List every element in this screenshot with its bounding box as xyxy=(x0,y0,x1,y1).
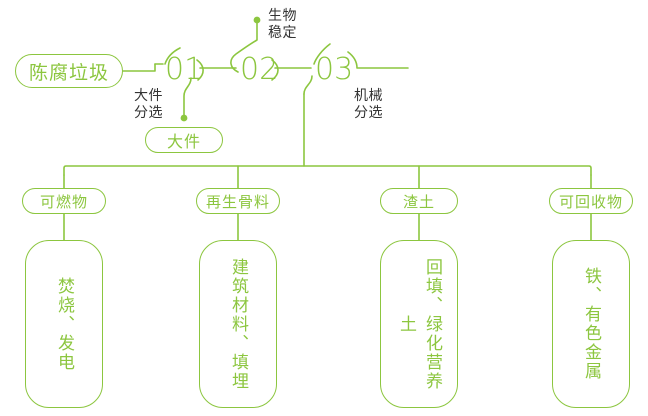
dot-bulky xyxy=(180,114,188,122)
category-pill-combustibles[interactable]: 可燃物 xyxy=(22,188,106,214)
arc-02-upper xyxy=(230,21,258,73)
stage-number-02[interactable]: 02 xyxy=(240,52,279,87)
arc-01-upper xyxy=(164,47,181,65)
source-node-aged-waste[interactable]: 陈腐垃圾 xyxy=(15,54,123,88)
destination-text-recyclables: 铁、有色金属 xyxy=(581,267,601,381)
wire-01-to-bulky xyxy=(183,77,192,117)
category-pill-recyclables[interactable]: 可回收物 xyxy=(549,188,633,214)
category-pill-recycled-aggregate[interactable]: 再生骨料 xyxy=(196,188,280,214)
wire-03-drop xyxy=(303,75,313,95)
stage-number-03[interactable]: 03 xyxy=(315,52,354,87)
category-pill-residual-soil[interactable]: 渣土 xyxy=(380,188,458,214)
destination-text-residual-soil: 回填、绿化营养土 xyxy=(396,257,442,391)
bus-line xyxy=(63,165,592,176)
stage-number-01[interactable]: 01 xyxy=(165,52,204,87)
arc-02-lower xyxy=(271,59,279,81)
arc-01-lower xyxy=(196,59,204,81)
destination-box-combustibles[interactable]: 焚烧、发电 xyxy=(25,240,103,408)
stage-label-bulky-sorting: 大件 分选 xyxy=(134,88,163,121)
destination-box-recyclables[interactable]: 铁、有色金属 xyxy=(552,240,630,408)
destination-box-residual-soil[interactable]: 回填、绿化营养土 xyxy=(380,240,458,408)
destination-text-recycled-aggregate: 建筑材料、填埋 xyxy=(228,257,248,391)
output-node-bulky[interactable]: 大件 xyxy=(145,127,223,153)
stage-label-biological-stabilization: 生物 稳定 xyxy=(268,8,297,41)
dot-bio xyxy=(253,16,261,24)
arc-03-upper xyxy=(313,43,331,65)
arc-03-right xyxy=(347,51,409,69)
wire-source-to-01 xyxy=(122,63,156,72)
destination-box-recycled-aggregate[interactable]: 建筑材料、填埋 xyxy=(199,240,277,408)
destination-text-combustibles: 焚烧、发电 xyxy=(54,276,74,372)
stage-label-mechanical-sorting: 机械 分选 xyxy=(354,88,383,121)
